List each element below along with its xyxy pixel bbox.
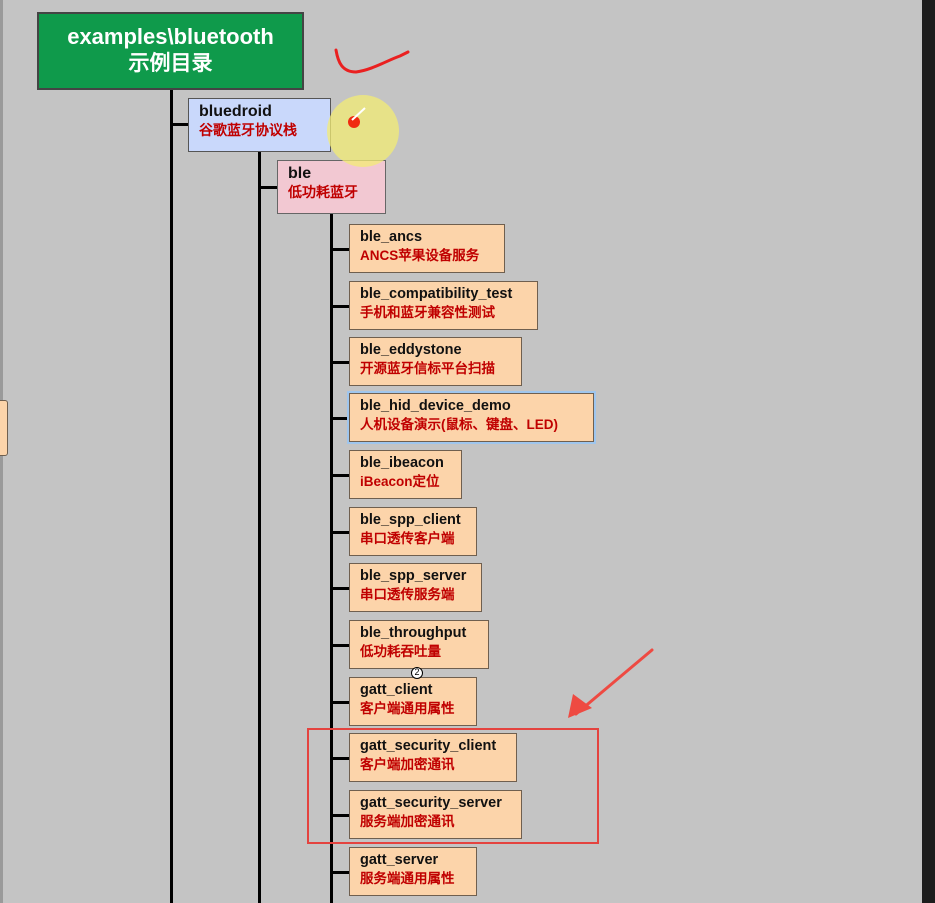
connector-to-leaf: [330, 700, 350, 704]
leaf-node-ble-hid-device-demo[interactable]: ble_hid_device_demo 人机设备演示(鼠标、键盘、LED): [349, 393, 594, 442]
connector-ble-trunk: [330, 213, 333, 903]
annotation-arrow-shaft: [574, 648, 654, 716]
leaf-node-desc: 服务端加密通讯: [360, 814, 455, 829]
connector-to-leaf: [330, 586, 350, 590]
leaf-node-ble-compatibility-test[interactable]: ble_compatibility_test 手机和蓝牙兼容性测试: [349, 281, 538, 330]
leaf-node-ble-ibeacon[interactable]: ble_ibeacon iBeacon定位: [349, 450, 462, 499]
leaf-node-name: gatt_client: [360, 682, 433, 698]
leaf-node-desc: 串口透传客户端: [360, 531, 455, 546]
connector-root-trunk: [170, 89, 173, 903]
annotation-highlight-box: [307, 728, 599, 844]
root-node[interactable]: examples\bluetooth 示例目录: [37, 12, 304, 90]
connector-bluedroid-trunk: [258, 152, 261, 903]
leaf-node-ble-spp-server[interactable]: ble_spp_server 串口透传服务端: [349, 563, 482, 612]
bluedroid-node-desc: 谷歌蓝牙协议栈: [199, 122, 297, 138]
root-node-desc: 示例目录: [128, 52, 213, 75]
cursor-highlight: [327, 95, 399, 167]
laser-pointer-dot: [348, 116, 360, 128]
leaf-node-ble-eddystone[interactable]: ble_eddystone 开源蓝牙信标平台扫描: [349, 337, 522, 386]
leaf-node-gatt-client[interactable]: gatt_client 客户端通用属性: [349, 677, 477, 726]
connector-to-leaf: [330, 304, 350, 308]
leaf-node-ble-spp-client[interactable]: ble_spp_client 串口透传客户端: [349, 507, 477, 556]
ble-node[interactable]: ble 低功耗蓝牙: [277, 160, 386, 214]
leaf-node-name: gatt_server: [360, 852, 439, 868]
leaf-node-ble-ancs[interactable]: ble_ancs ANCS苹果设备服务: [349, 224, 505, 273]
annotation-arrow-head: [568, 694, 592, 718]
connector-to-leaf: [330, 643, 350, 647]
leaf-node-gatt-server[interactable]: gatt_server 服务端通用属性: [349, 847, 477, 896]
connector-to-leaf: [330, 530, 350, 534]
leaf-node-name: gatt_security_server: [360, 795, 502, 811]
leaf-node-name: ble_eddystone: [360, 342, 462, 358]
connector-to-leaf: [330, 416, 350, 420]
offscreen-node-tab[interactable]: [0, 400, 8, 456]
leaf-node-desc: ANCS苹果设备服务: [360, 248, 480, 263]
leaf-node-name: gatt_security_client: [360, 738, 497, 754]
collapse-toggle-button[interactable]: 2: [411, 667, 423, 679]
leaf-node-name: ble_compatibility_test: [360, 286, 513, 302]
connector-to-leaf: [330, 247, 350, 251]
ble-node-name: ble: [288, 165, 312, 182]
root-node-name: examples\bluetooth: [67, 24, 274, 49]
leaf-node-name: ble_ibeacon: [360, 455, 444, 471]
connector-to-bluedroid: [170, 123, 189, 126]
leaf-node-gatt-security-server[interactable]: gatt_security_server 服务端加密通讯: [349, 790, 522, 839]
leaf-node-desc: iBeacon定位: [360, 474, 440, 489]
connector-to-leaf: [330, 360, 350, 364]
connector-to-leaf: [330, 473, 350, 477]
leaf-node-desc: 人机设备演示(鼠标、键盘、LED): [360, 417, 558, 432]
connector-to-leaf: [330, 813, 350, 817]
window-right-edge: [922, 0, 935, 903]
connector-to-ble: [258, 186, 278, 189]
leaf-node-name: ble_ancs: [360, 229, 423, 245]
annotation-scribble: [334, 48, 410, 74]
connector-to-leaf: [330, 870, 350, 874]
leaf-node-desc: 客户端通用属性: [360, 701, 455, 716]
ble-node-desc: 低功耗蓝牙: [288, 184, 358, 200]
leaf-node-desc: 低功耗吞吐量: [360, 644, 441, 659]
leaf-node-desc: 服务端通用属性: [360, 871, 455, 886]
leaf-node-name: ble_spp_server: [360, 568, 467, 584]
leaf-node-gatt-security-client[interactable]: gatt_security_client 客户端加密通讯: [349, 733, 517, 782]
leaf-node-desc: 手机和蓝牙兼容性测试: [360, 305, 495, 320]
connector-to-leaf: [330, 756, 350, 760]
bluedroid-node-name: bluedroid: [199, 103, 272, 120]
leaf-node-desc: 客户端加密通讯: [360, 757, 455, 772]
leaf-node-ble-throughput[interactable]: ble_throughput 低功耗吞吐量: [349, 620, 489, 669]
bluedroid-node[interactable]: bluedroid 谷歌蓝牙协议栈: [188, 98, 331, 152]
leaf-node-desc: 开源蓝牙信标平台扫描: [360, 361, 495, 376]
leaf-node-name: ble_hid_device_demo: [360, 398, 511, 414]
leaf-node-desc: 串口透传服务端: [360, 587, 455, 602]
leaf-node-name: ble_spp_client: [360, 512, 461, 528]
leaf-node-name: ble_throughput: [360, 625, 467, 641]
